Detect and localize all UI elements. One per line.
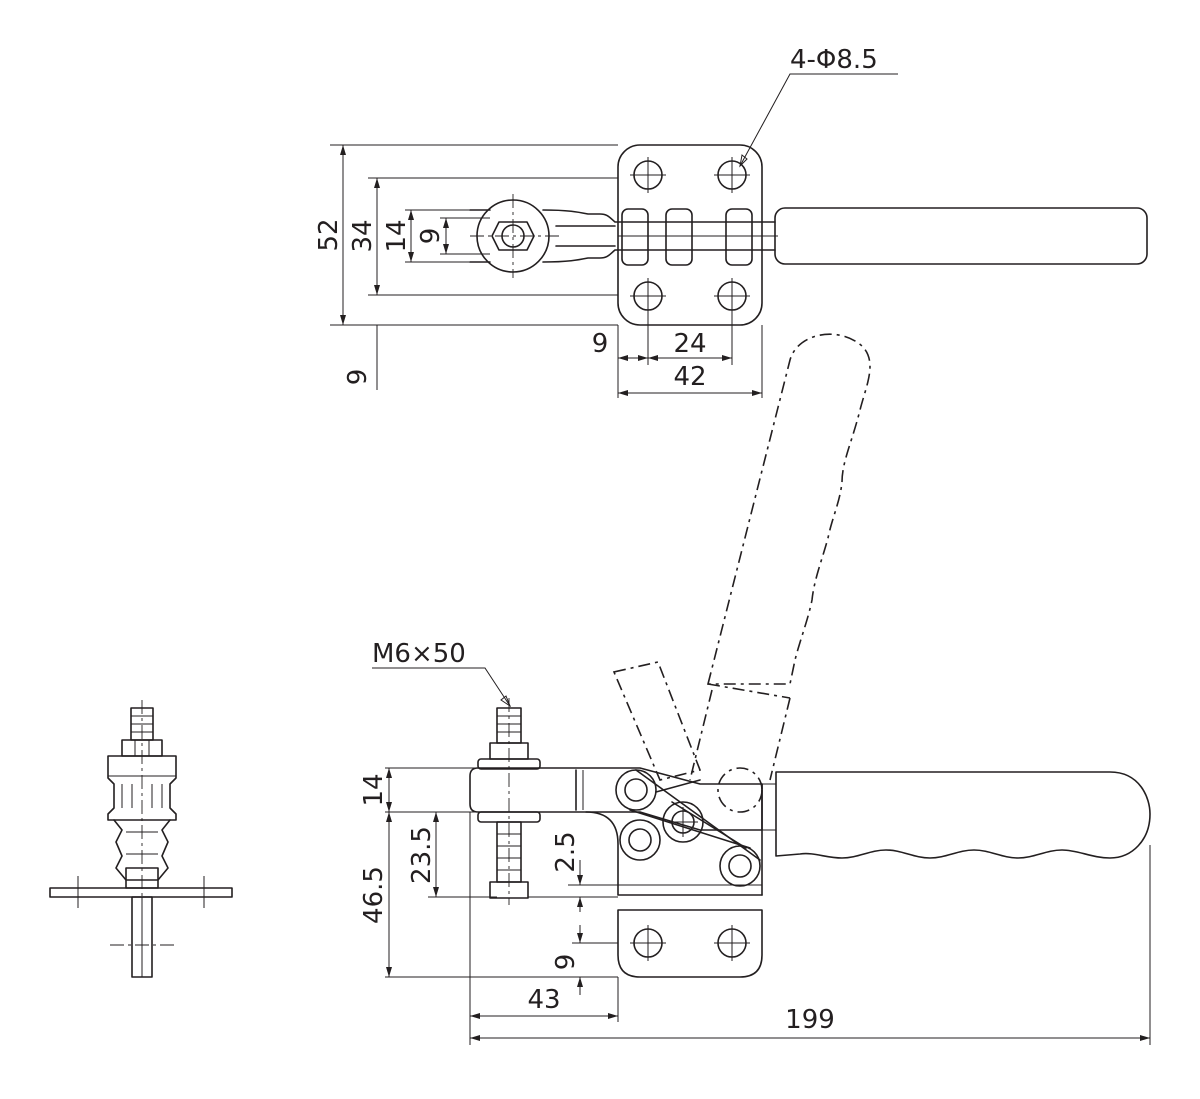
holes-leader [739,73,898,167]
dim-side-spindle-height: 23.5 [407,826,437,884]
bolt-leader [372,667,511,707]
side-handle-open-phantom [612,333,871,813]
dim-top-overall-height: 52 [314,218,344,251]
dim-side-gap: 2.5 [551,831,581,872]
dim-side-overall-length: 199 [785,1005,835,1035]
side-spindle [477,698,541,905]
dim-top-hole-pitch-vertical: 34 [348,219,378,252]
dim-top-edge-to-hole: 9 [592,329,609,359]
side-linkage [615,769,761,887]
dim-side-base-hole-offset: 9 [551,954,581,971]
end-view [49,700,233,978]
dim-top-arm-width: 14 [382,219,412,252]
top-base-plate [617,144,763,326]
dim-top-offset-below: 9 [343,369,373,386]
dim-top-hole-pitch-horizontal: 24 [673,329,706,359]
side-extension-lines [385,767,1151,1045]
side-view: M6×50 14 23.5 46.5 2.5 9 43 199 [359,333,1151,1045]
top-clamp-arm [469,208,778,266]
dim-top-slot-width: 9 [416,228,446,245]
holes-callout: 4-Φ8.5 [790,45,878,75]
side-dimension-lines [386,768,1150,1041]
side-clamp-arm [469,767,763,831]
side-handle [775,771,1151,859]
top-view: 4-Φ8.5 52 34 14 9 9 9 24 42 [314,45,1148,398]
dim-side-arm-thickness: 14 [359,773,389,806]
dim-side-reach: 43 [527,985,560,1015]
dim-side-overall-height: 46.5 [359,866,389,924]
top-spindle-nut [470,194,560,278]
top-dimension-lines [340,145,762,396]
bolt-callout: M6×50 [372,639,466,669]
side-body [585,783,763,896]
side-base-plate [617,909,763,978]
top-extension-lines [330,144,763,398]
top-handle [774,207,1148,265]
dim-top-base-width: 42 [673,362,706,392]
